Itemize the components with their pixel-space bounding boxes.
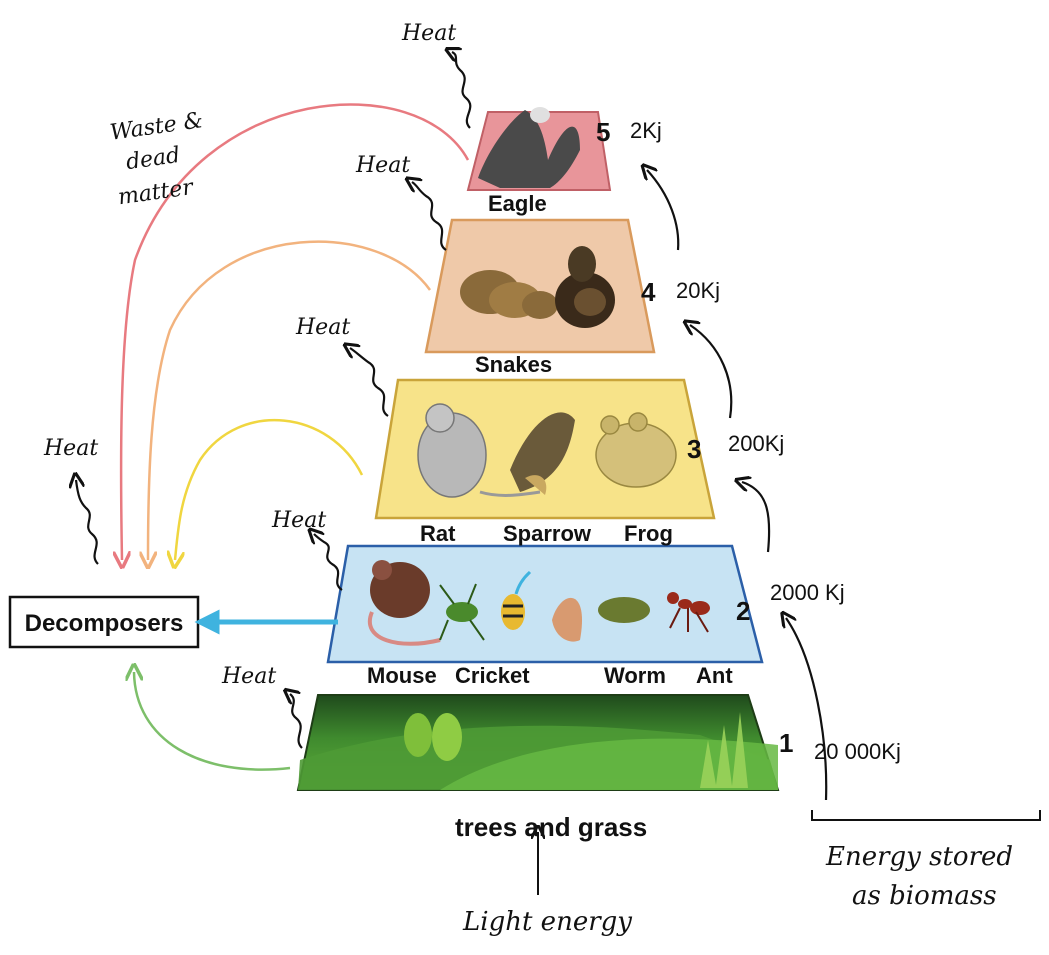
energy-value: 20 000Kj	[814, 739, 901, 764]
energy-arrow	[647, 170, 678, 250]
decomposers-label: Decomposers	[25, 610, 184, 637]
heat-arrow	[350, 348, 388, 416]
level-number: 4	[641, 277, 656, 307]
level-4-tertiary-consumers	[426, 220, 654, 352]
heat-label: Heat	[295, 315, 350, 340]
worm-icon	[598, 597, 650, 623]
heat-arrow	[314, 534, 342, 590]
heat-group-level1: Heat	[221, 664, 302, 748]
energy-value: 200Kj	[728, 431, 784, 456]
heat-label: Heat	[355, 153, 410, 178]
level-number: 2	[736, 596, 750, 626]
waste-label-line1: Waste &	[109, 108, 205, 146]
organism-label: Ant	[696, 663, 733, 688]
biomass-label-line1: Energy stored	[825, 842, 1013, 872]
biomass-bracket	[812, 810, 1040, 820]
heat-label: Heat	[43, 436, 98, 461]
energy-arrow	[742, 482, 769, 552]
organism-label: Snakes	[475, 352, 552, 377]
heat-arrow	[290, 694, 302, 748]
heat-group-snakes: Heat	[355, 153, 446, 250]
waste-arrow-level3	[175, 420, 362, 560]
heat-group-decomposers: Heat	[43, 436, 98, 564]
energy-arrow	[786, 618, 826, 800]
heat-label: Heat	[221, 664, 276, 689]
heat-label: Heat	[401, 21, 456, 46]
heat-arrow	[452, 52, 470, 128]
heat-label: Heat	[271, 508, 326, 533]
organism-label: Frog	[624, 521, 673, 546]
level-2-primary-consumers	[328, 546, 762, 662]
energy-arrow	[690, 325, 731, 418]
organism-label: Sparrow	[503, 521, 592, 546]
heat-arrow	[412, 182, 446, 250]
level-number: 5	[596, 117, 610, 147]
biomass-label-line2: as biomass	[852, 881, 997, 911]
heat-group-level3: Heat	[295, 315, 388, 416]
heat-group-level2: Heat	[271, 508, 342, 590]
waste-label-line2: dead	[124, 143, 181, 175]
level-5-apex-predator	[468, 107, 610, 190]
level-3-secondary-consumers	[376, 380, 714, 518]
level-number: 1	[779, 728, 793, 758]
organism-label: Worm	[604, 663, 666, 688]
energy-value: 2000 Kj	[770, 580, 845, 605]
energy-value: 20Kj	[676, 278, 720, 303]
level-number: 3	[687, 434, 701, 464]
organism-label: Eagle	[488, 191, 547, 216]
heat-arrow	[76, 480, 98, 564]
light-energy-label: Light energy	[462, 907, 632, 937]
waste-label-line3: matter	[117, 175, 196, 210]
energy-value: 2Kj	[630, 118, 662, 143]
decomposers-box: Decomposers	[10, 597, 198, 647]
organism-label: trees and grass	[455, 812, 647, 842]
heat-group-eagle: Heat	[401, 21, 470, 128]
level-1-grass	[298, 695, 778, 790]
organism-label: Rat	[420, 521, 456, 546]
organism-label: Mouse	[367, 663, 437, 688]
organism-label: Cricket	[455, 663, 530, 688]
